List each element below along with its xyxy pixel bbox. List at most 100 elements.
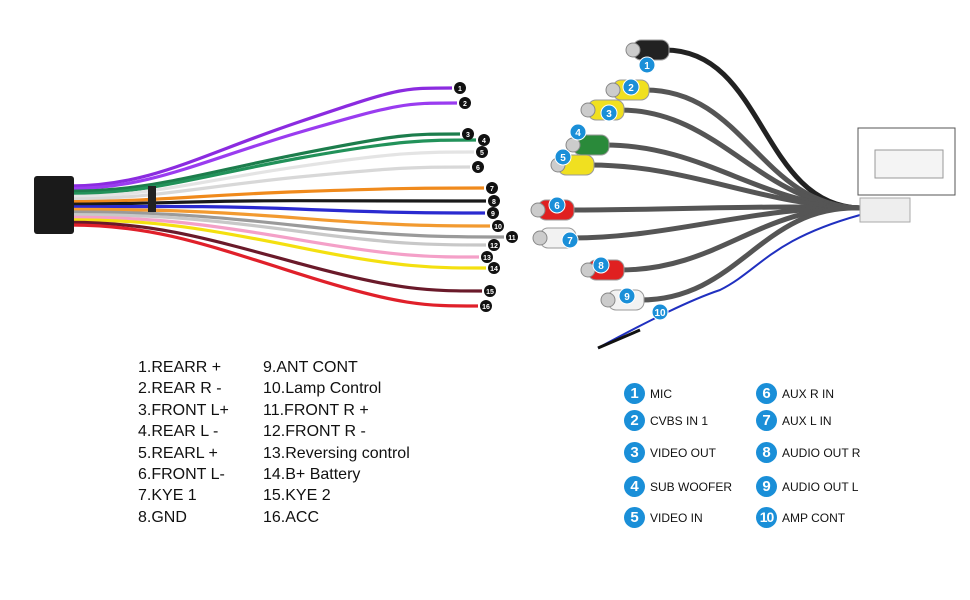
wire-number-marker — [480, 300, 492, 312]
rca-legend-label: AUDIO OUT L — [782, 480, 859, 494]
wire-number: 13 — [483, 255, 491, 262]
wire-number: 6 — [476, 165, 480, 172]
wire-number-marker — [488, 239, 500, 251]
rca-marker — [548, 196, 566, 214]
wire-number-marker — [484, 285, 496, 297]
amp-wire-tip — [597, 328, 641, 350]
rca-number-badge: 4 — [624, 476, 645, 497]
wire-number-marker — [459, 97, 471, 109]
wire-number-marker — [481, 251, 493, 263]
connector-inset-plug — [874, 149, 944, 179]
wire-number: 4 — [482, 138, 486, 145]
harness-wire — [69, 138, 477, 196]
pin-legend-item: 15.KYE 2 — [263, 487, 331, 505]
harness-wire — [69, 150, 475, 198]
rca-number-badge: 3 — [624, 442, 645, 463]
rca-number-badge: 10 — [756, 507, 777, 528]
pin-legend-item: 13.Reversing control — [263, 444, 410, 462]
rca-marker — [618, 287, 636, 305]
wire-number: 12 — [490, 243, 498, 250]
wire-number: 5 — [480, 150, 484, 157]
wire-number-marker — [478, 134, 490, 146]
pin-legend-item: 4.REAR L - — [138, 423, 219, 441]
wire-number-marker — [472, 161, 484, 173]
rca-number-badge: 8 — [756, 442, 777, 463]
wire-number: 8 — [492, 199, 496, 206]
pin-legend-item: 10.Lamp Control — [263, 380, 382, 398]
rca-legend-label: CVBS IN 1 — [650, 414, 709, 428]
pin-legend-item: 16.ACC — [263, 508, 320, 526]
rca-tip — [605, 82, 621, 98]
rca-number-badge: 9 — [756, 476, 777, 497]
rca-marker-number: 6 — [554, 201, 560, 212]
harness-wire — [69, 199, 487, 206]
wire-number-marker — [462, 128, 474, 140]
pin-legend-item: 7.KYE 1 — [138, 487, 197, 505]
amp-cont-wire — [597, 214, 861, 349]
rca-cable — [619, 107, 861, 211]
rca-legend-label: AUX L IN — [782, 414, 832, 428]
wire-number-marker — [476, 146, 488, 158]
rca-marker-number: 5 — [560, 153, 566, 164]
rca-marker-number: 7 — [567, 236, 573, 247]
harness-wire — [69, 207, 491, 228]
wire-number-marker — [488, 195, 500, 207]
wire-number: 15 — [486, 289, 494, 296]
rca-marker-number: 9 — [624, 292, 630, 303]
wire-number-marker — [506, 231, 518, 243]
rca-legend-label: AUX R IN — [782, 387, 835, 401]
harness-wire — [69, 223, 479, 308]
rca-tip — [625, 42, 641, 58]
wire-number: 3 — [466, 132, 470, 139]
wire-number-marker — [486, 182, 498, 194]
pin-legend-item: 9.ANT CONT — [263, 359, 358, 376]
harness-wire — [69, 86, 453, 188]
rca-marker-number: 3 — [606, 109, 612, 120]
wire-number: 7 — [490, 186, 494, 193]
wire-number: 16 — [482, 304, 490, 311]
rca-marker — [638, 56, 656, 74]
wire-number: 9 — [491, 211, 495, 218]
rca-marker — [561, 231, 579, 249]
rca-number-badge: 1 — [624, 383, 645, 404]
rca-number-badge: 7 — [756, 410, 777, 431]
wire-number: 2 — [463, 101, 467, 108]
rca-marker — [592, 256, 610, 274]
rca-marker-number: 4 — [575, 128, 581, 139]
cable-tie — [148, 186, 156, 212]
rca-marker-number: 2 — [628, 83, 634, 94]
rca-marker — [651, 303, 669, 321]
harness-wire — [69, 132, 461, 193]
pin-legend-item: 2.REAR R - — [138, 380, 222, 398]
rca-marker — [554, 148, 572, 166]
rca-legend-label: VIDEO OUT — [650, 446, 717, 460]
pin-legend-item: 1.REARR + — [138, 359, 222, 376]
wire-number-marker — [454, 82, 466, 94]
rca-marker — [600, 104, 618, 122]
pin-legend-item: 11.FRONT R + — [263, 401, 369, 419]
harness-wire — [69, 101, 458, 191]
pin-legend-item: 14.B+ Battery — [263, 466, 361, 484]
rca-tip — [530, 202, 546, 218]
wire-number-marker — [488, 262, 500, 274]
pin-legend-item: 6.FRONT L- — [138, 466, 225, 484]
harness-connector — [34, 176, 74, 234]
harness-wire — [69, 220, 483, 293]
rca-number-badge: 5 — [624, 507, 645, 528]
rca-marker-number: 1 — [644, 61, 650, 72]
rca-legend-label: AUDIO OUT R — [782, 446, 861, 460]
pin-legend-item: 12.FRONT R - — [263, 423, 366, 441]
rca-marker-number: 8 — [598, 261, 604, 272]
wire-number: 11 — [508, 235, 516, 242]
harness-wire — [69, 186, 485, 204]
harness-wire — [69, 218, 487, 270]
rca-marker — [569, 123, 587, 141]
pin-legend-item: 3.FRONT L+ — [138, 401, 229, 419]
harness-wire — [69, 165, 471, 201]
rca-tip — [532, 230, 548, 246]
wire-number: 14 — [490, 266, 498, 273]
pin-legend-item: 5.REARL + — [138, 444, 218, 462]
rca-legend-label: MIC — [650, 387, 672, 401]
harness-wire — [69, 210, 505, 239]
